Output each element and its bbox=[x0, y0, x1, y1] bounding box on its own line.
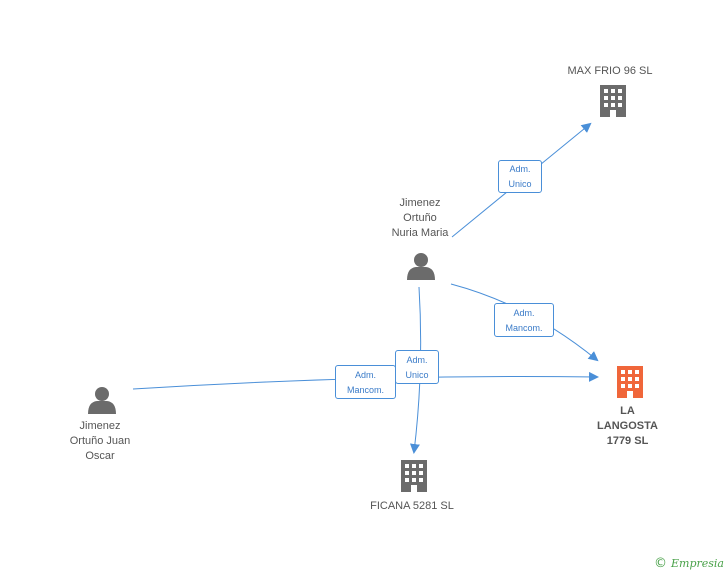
footer-brand: © Empresia bbox=[654, 556, 724, 571]
edge-badge-line: Adm. bbox=[406, 355, 428, 365]
brand-logo: Empresia bbox=[671, 557, 724, 570]
edge-badge-juan-langosta[interactable]: Adm. Mancom. bbox=[335, 365, 396, 399]
node-label-langosta: LA LANGOSTA 1779 SL bbox=[580, 404, 675, 449]
node-label-line: LA bbox=[620, 405, 635, 417]
node-label-line: LANGOSTA bbox=[597, 420, 658, 432]
person-icon[interactable] bbox=[88, 387, 116, 414]
building-icon[interactable] bbox=[617, 366, 643, 398]
edge-badge-line: Mancom. bbox=[346, 385, 384, 395]
edge-badge-line: Adm. bbox=[513, 308, 535, 318]
node-label-line: Jimenez bbox=[79, 420, 121, 432]
edge-badge-nuria-langosta[interactable]: Adm. Mancom. bbox=[494, 303, 554, 337]
person-icon[interactable] bbox=[407, 253, 435, 280]
edge-badge-line: Adm. bbox=[354, 370, 376, 380]
node-label-line: Jimenez bbox=[399, 197, 441, 209]
node-label-line: Ortuño bbox=[403, 212, 437, 224]
node-label-nuria: Jimenez Ortuño Nuria Maria bbox=[370, 196, 470, 241]
edge-badge-line: Adm. bbox=[509, 164, 531, 174]
edge-badge-line: Unico bbox=[508, 179, 532, 189]
node-label-line: Oscar bbox=[85, 450, 115, 462]
node-label-line: Ortuño Juan bbox=[69, 435, 131, 447]
node-label-max-frio: MAX FRIO 96 SL bbox=[567, 65, 653, 77]
building-icon[interactable] bbox=[401, 460, 427, 492]
edge-badge-line: Unico bbox=[405, 370, 429, 380]
edge-badge-nuria-ficana[interactable]: Adm. Unico bbox=[395, 350, 439, 384]
node-label-ficana: FICANA 5281 SL bbox=[370, 500, 454, 512]
edge-badge-line: Mancom. bbox=[505, 323, 543, 333]
node-label-juan: Jimenez Ortuño Juan Oscar bbox=[50, 419, 150, 464]
edge-badge-nuria-max[interactable]: Adm. Unico bbox=[498, 160, 542, 193]
node-label-line: Nuria Maria bbox=[391, 227, 449, 239]
copyright-icon: © bbox=[654, 556, 667, 571]
building-icon[interactable] bbox=[600, 85, 626, 117]
node-label-line: 1779 SL bbox=[606, 435, 649, 447]
